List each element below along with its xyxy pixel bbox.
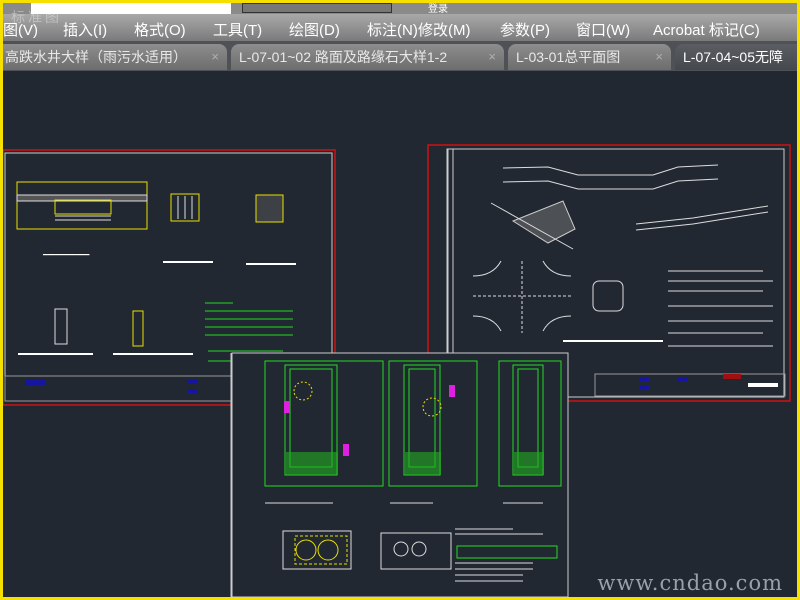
menu-window[interactable]: 窗口(W): [576, 22, 631, 39]
file-tab-bar: 高跌水井大样（雨污水适用） × L-07-01~02 路面及路缘石大样1-2 × L…: [3, 41, 797, 71]
svg-text:━━━━━━━━━━━: ━━━━━━━━━━━: [42, 252, 90, 259]
menu-parametric[interactable]: 参数(P): [500, 22, 550, 39]
sheet-curb-ramp: [427, 144, 791, 402]
menu-acrobat[interactable]: Acrobat 标记(C): [653, 22, 760, 39]
menu-bar: 图(V) 插入(I) 格式(O) 工具(T) 绘图(D) 标注(N) 修改(M)…: [3, 14, 797, 41]
menu-tools[interactable]: 工具(T): [213, 22, 263, 39]
tab-drop-manhole[interactable]: 高跌水井大样（雨污水适用） ×: [3, 44, 227, 70]
sheet-manhole-details: [230, 352, 569, 597]
search-box[interactable]: [242, 3, 392, 13]
menu-view[interactable]: 图(V): [3, 22, 38, 39]
tab-label: 高跌水井大样（雨污水适用）: [5, 49, 187, 65]
tab-label: L-07-01~02 路面及路缘石大样1-2: [239, 49, 448, 65]
menu-dimension[interactable]: 标注(N): [367, 22, 418, 39]
tab-pavement-curb[interactable]: L-07-01~02 路面及路缘石大样1-2 ×: [231, 44, 504, 70]
login-label[interactable]: 登录: [428, 4, 448, 15]
menu-format[interactable]: 格式(O): [134, 22, 186, 39]
cad-window: 登录 图(V) 插入(I) 格式(O) 工具(T) 绘图(D) 标注(N) 修改…: [3, 3, 797, 597]
menu-insert[interactable]: 插入(I): [63, 22, 108, 39]
close-icon[interactable]: ×: [211, 49, 219, 64]
tab-site-plan[interactable]: L-03-01总平面图 ×: [508, 44, 671, 70]
tab-label: L-07-04~05无障: [683, 49, 784, 65]
tab-accessible[interactable]: L-07-04~05无障: [675, 44, 797, 70]
tab-label: L-03-01总平面图: [516, 49, 621, 65]
watermark: www.cndao.com: [597, 571, 783, 595]
top-toolbar-strip: 登录: [3, 3, 797, 15]
watermark-top: 标准图: [11, 9, 62, 25]
drawing-canvas[interactable]: ━━━━━━━━━━━: [3, 71, 797, 597]
close-icon[interactable]: ×: [655, 49, 663, 64]
command-input[interactable]: [31, 3, 231, 14]
menu-modify[interactable]: 修改(M): [418, 22, 471, 39]
close-icon[interactable]: ×: [488, 49, 496, 64]
sheet-paving-details: ━━━━━━━━━━━: [3, 149, 336, 406]
menu-draw[interactable]: 绘图(D): [289, 22, 340, 39]
